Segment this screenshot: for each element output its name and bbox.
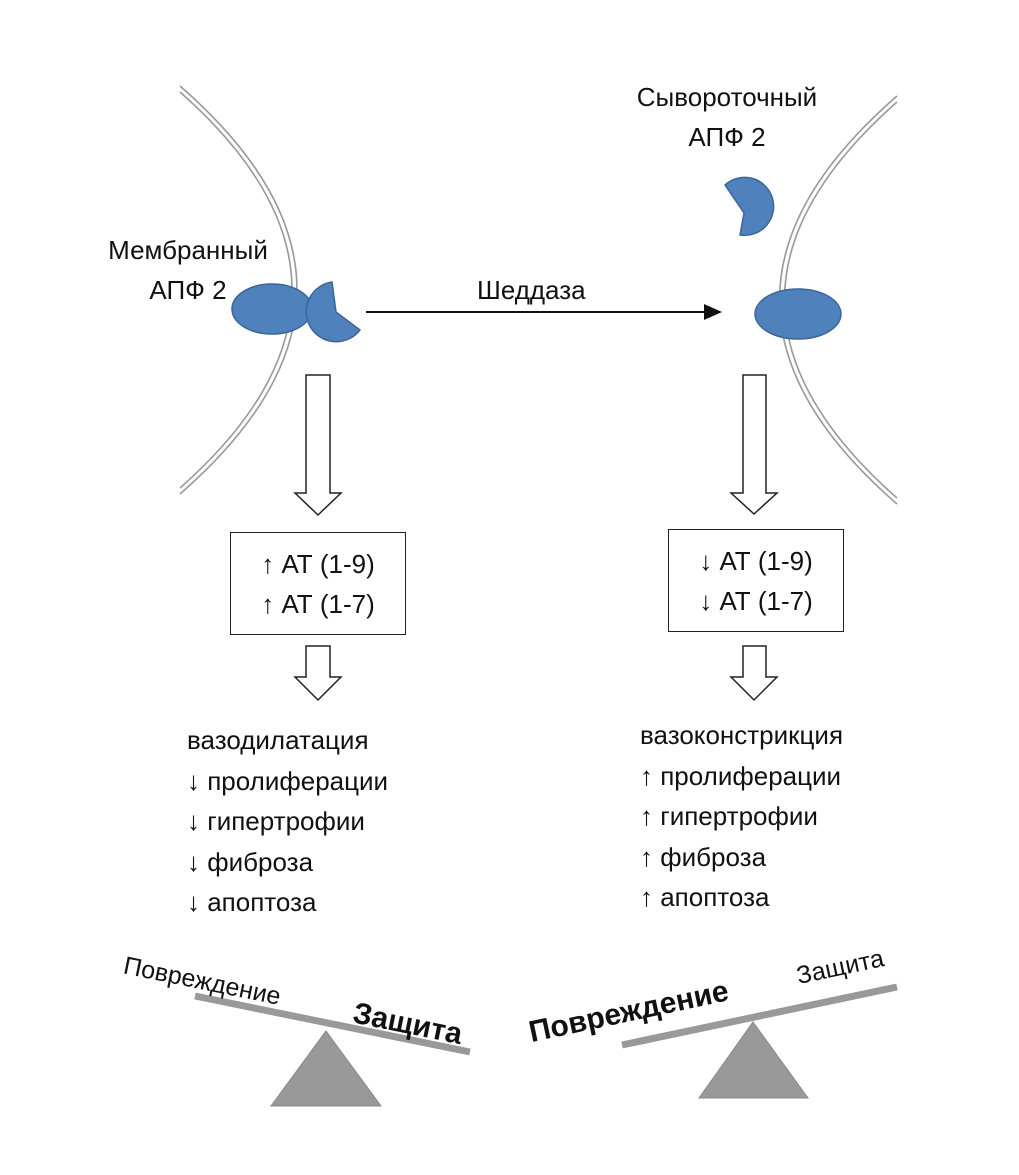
left-effects-list: вазодилатация ↓ пролиферации ↓ гипертроф… xyxy=(187,720,388,923)
left-scale-beam xyxy=(194,992,471,1056)
sheddase-arrowhead xyxy=(704,304,722,320)
ace2-enzyme-shape xyxy=(305,281,362,343)
right-block-arrow-top xyxy=(729,374,779,516)
serum-ace2-label-line2: АПФ 2 xyxy=(688,122,766,152)
left-effect-item: ↓ пролиферации xyxy=(187,765,389,796)
left-block-arrow-top xyxy=(293,374,343,517)
right-effect-item: ↑ гипертрофии xyxy=(640,801,818,831)
right-block-arrow-bottom xyxy=(729,645,779,702)
left-effect-item: ↓ фиброза xyxy=(187,846,314,877)
left-scale-fulcrum xyxy=(270,1030,382,1107)
left-effect-item: ↓ апоптоза xyxy=(187,887,317,917)
left-at17-level: ↑ АТ (1-7) xyxy=(261,589,375,619)
left-at19-level: ↑ АТ (1-9) xyxy=(261,549,375,579)
serum-ace2-label-line1: Сывороточный xyxy=(636,82,818,112)
right-effect-item: ↑ апоптоза xyxy=(640,882,770,912)
right-at17-level: ↓ АТ (1-7) xyxy=(699,586,813,616)
right-effect-item: вазоконстрикция xyxy=(640,720,844,750)
right-effects-list: вазоконстрикция ↑ пролиферации ↑ гипертр… xyxy=(640,715,843,918)
left-effect-item: вазодилатация xyxy=(187,725,369,755)
right-angiotensin-box: ↓ АТ (1-9) ↓ АТ (1-7) xyxy=(668,529,844,632)
left-block-arrow-bottom xyxy=(293,645,343,702)
membrane-ace2-label: Мембранный АПФ 2 xyxy=(80,230,296,310)
right-at19-level: ↓ АТ (1-9) xyxy=(699,546,813,576)
right-scale-beam xyxy=(621,983,898,1049)
right-effect-item: ↑ пролиферации xyxy=(640,760,842,791)
right-membrane-anchor-shape xyxy=(754,288,842,340)
right-scale-fulcrum xyxy=(698,1021,809,1099)
sheddase-label: Шеддаза xyxy=(477,275,586,305)
left-angiotensin-box: ↑ АТ (1-9) ↑ АТ (1-7) xyxy=(230,532,406,635)
membrane-ace2-label-line1: Мембранный xyxy=(108,235,268,265)
serum-ace2-enzyme-shape xyxy=(724,176,775,237)
right-effect-item: ↑ фиброза xyxy=(640,841,767,872)
membrane-ace2-label-line2: АПФ 2 xyxy=(149,275,227,305)
serum-ace2-label: Сывороточный АПФ 2 xyxy=(610,77,844,157)
left-effect-item: ↓ гипертрофии xyxy=(187,806,365,836)
